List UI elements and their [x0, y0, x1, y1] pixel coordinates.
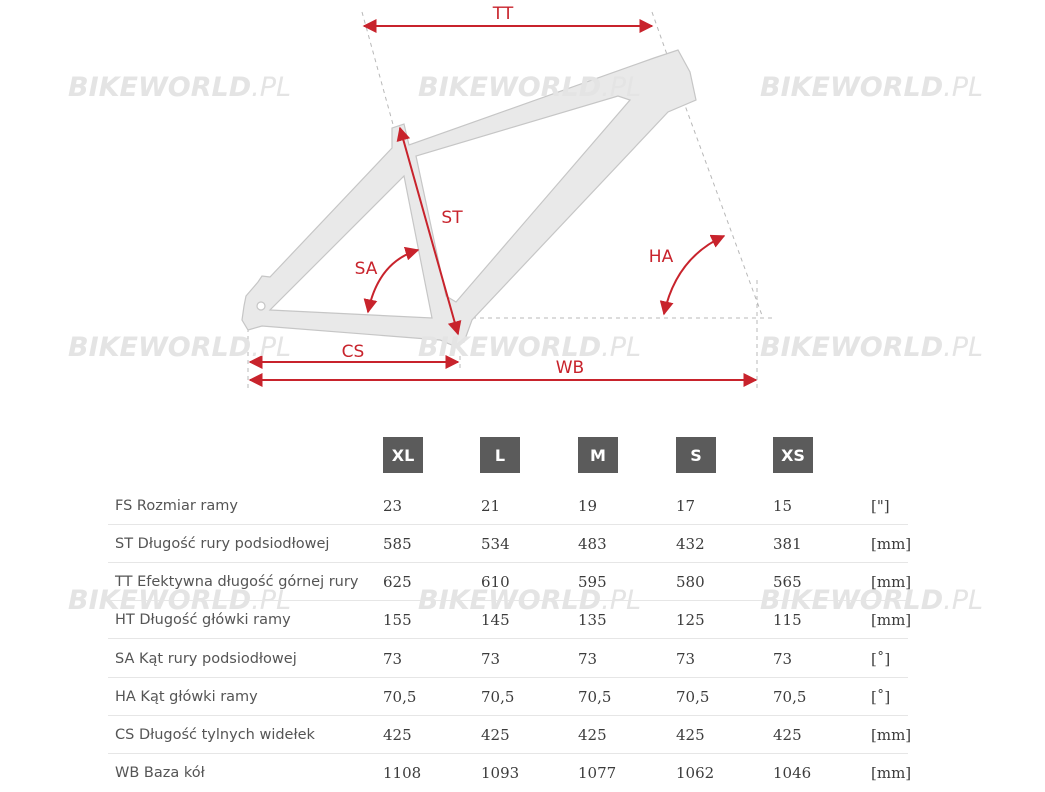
- row-divider: [108, 638, 908, 639]
- size-header-l: L: [480, 437, 520, 473]
- unit: [˚]: [871, 650, 891, 668]
- value-xl: 155: [383, 611, 412, 629]
- value-l: 425: [481, 726, 510, 744]
- row-label: FS Rozmiar ramy: [115, 498, 238, 514]
- construction-lines: [247, 11, 775, 388]
- value-l: 1093: [481, 764, 520, 782]
- size-header-xs: XS: [773, 437, 813, 473]
- value-xl: 1108: [383, 764, 422, 782]
- value-xl: 625: [383, 573, 412, 591]
- value-s: 425: [676, 726, 705, 744]
- row-label: ST Długość rury podsiodłowej: [115, 536, 330, 552]
- ha-label: HA: [649, 247, 674, 267]
- watermark: BIKEWORLD.PL: [68, 332, 292, 363]
- value-m: 595: [578, 573, 607, 591]
- value-xs: 1046: [773, 764, 812, 782]
- unit: [˚]: [871, 688, 891, 706]
- st-label: ST: [441, 208, 463, 228]
- unit: [mm]: [871, 611, 912, 629]
- watermark: BIKEWORLD.PL: [418, 332, 642, 363]
- table-row: TT Efektywna długość górnej rury 625 610…: [108, 563, 912, 601]
- row-divider: [108, 524, 908, 525]
- value-xs: 565: [773, 573, 802, 591]
- row-label: WB Baza kół: [115, 765, 205, 781]
- value-xs: 73: [773, 650, 793, 668]
- unit: [mm]: [871, 535, 912, 553]
- value-s: 1062: [676, 764, 715, 782]
- frame-geometry-diagram: TT ST SA HA CS WB: [241, 4, 775, 388]
- value-xs: 70,5: [773, 688, 807, 706]
- value-m: 19: [578, 497, 598, 515]
- row-divider: [108, 753, 908, 754]
- unit: [mm]: [871, 573, 912, 591]
- st-arrow: [396, 126, 462, 336]
- cs-label: CS: [342, 342, 365, 362]
- watermark: BIKEWORLD.PL: [68, 72, 292, 103]
- value-xl: 73: [383, 650, 403, 668]
- value-xs: 425: [773, 726, 802, 744]
- sa-label: SA: [355, 259, 378, 279]
- unit: [mm]: [871, 726, 912, 744]
- value-xl: 23: [383, 497, 403, 515]
- value-xl: 585: [383, 535, 412, 553]
- value-m: 73: [578, 650, 598, 668]
- value-l: 70,5: [481, 688, 515, 706]
- watermark: BIKEWORLD.PL: [418, 72, 642, 103]
- value-m: 135: [578, 611, 607, 629]
- value-s: 70,5: [676, 688, 710, 706]
- value-l: 21: [481, 497, 501, 515]
- table-row: WB Baza kół 1108 1093 1077 1062 1046 [mm…: [108, 754, 912, 792]
- row-label: TT Efektywna długość górnej rury: [115, 574, 359, 590]
- row-label: HA Kąt główki ramy: [115, 689, 258, 705]
- row-label: SA Kąt rury podsiodłowej: [115, 651, 297, 667]
- value-m: 1077: [578, 764, 617, 782]
- value-s: 432: [676, 535, 705, 553]
- row-divider: [108, 677, 908, 678]
- value-xl: 70,5: [383, 688, 417, 706]
- table-row: ST Długość rury podsiodłowej 585 534 483…: [108, 525, 912, 563]
- size-header-m: M: [578, 437, 618, 473]
- watermark: BIKEWORLD.PL: [760, 72, 984, 103]
- value-l: 534: [481, 535, 510, 553]
- watermark: BIKEWORLD.PL: [760, 332, 984, 363]
- table-row: HT Długość główki ramy 155 145 135 125 1…: [108, 601, 912, 639]
- value-s: 17: [676, 497, 696, 515]
- value-xs: 15: [773, 497, 793, 515]
- unit: ["]: [871, 497, 890, 515]
- value-l: 610: [481, 573, 510, 591]
- value-xs: 381: [773, 535, 802, 553]
- value-l: 145: [481, 611, 510, 629]
- wb-label: WB: [556, 358, 584, 378]
- table-row: FS Rozmiar ramy 23 21 19 17 15 ["]: [108, 487, 908, 525]
- table-row: SA Kąt rury podsiodłowej 73 73 73 73 73 …: [108, 640, 908, 678]
- sa-arrow: [363, 246, 420, 314]
- table-row: CS Długość tylnych widełek 425 425 425 4…: [108, 716, 912, 754]
- value-xs: 115: [773, 611, 802, 629]
- value-m: 70,5: [578, 688, 612, 706]
- tt-label: TT: [492, 4, 514, 24]
- size-header-s: S: [676, 437, 716, 473]
- value-s: 125: [676, 611, 705, 629]
- row-label: HT Długość główki ramy: [115, 612, 291, 628]
- unit: [mm]: [871, 764, 912, 782]
- value-xl: 425: [383, 726, 412, 744]
- value-s: 73: [676, 650, 696, 668]
- row-divider: [108, 600, 908, 601]
- dimension-arrows: [248, 19, 758, 387]
- row-divider: [108, 715, 908, 716]
- value-s: 580: [676, 573, 705, 591]
- row-label: CS Długość tylnych widełek: [115, 727, 315, 743]
- value-m: 483: [578, 535, 607, 553]
- value-m: 425: [578, 726, 607, 744]
- table-row: HA Kąt główki ramy 70,5 70,5 70,5 70,5 7…: [108, 678, 908, 716]
- value-l: 73: [481, 650, 501, 668]
- row-divider: [108, 562, 908, 563]
- size-header-xl: XL: [383, 437, 423, 473]
- ha-arrow: [659, 234, 726, 316]
